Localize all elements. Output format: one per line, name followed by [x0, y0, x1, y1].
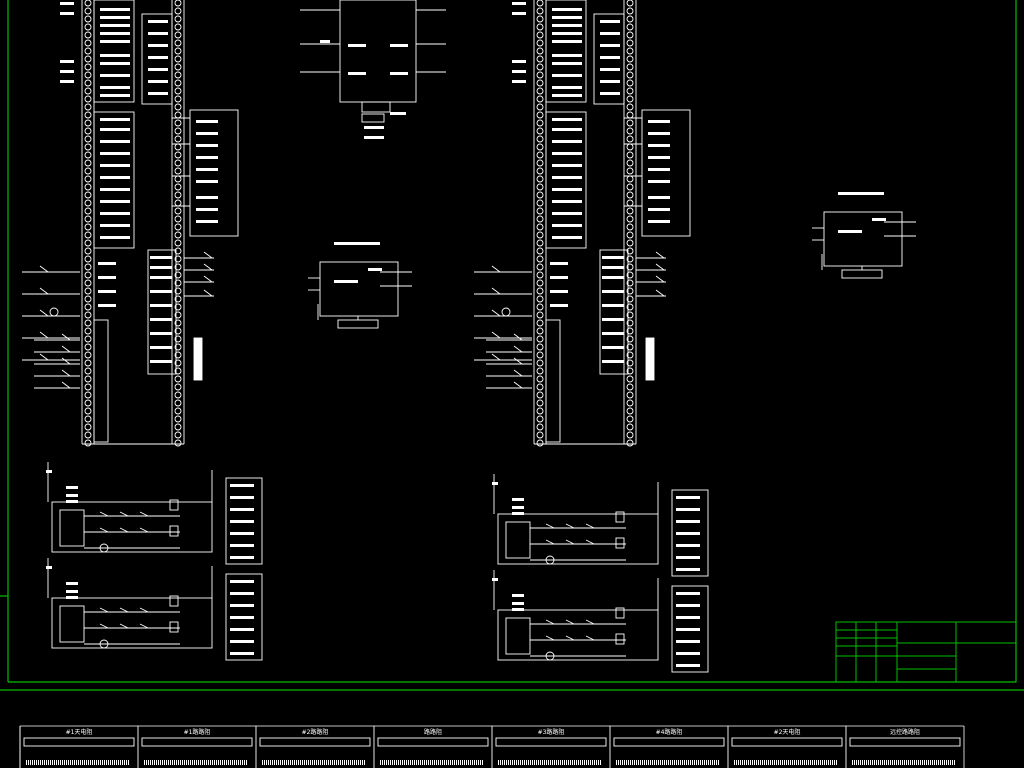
drawing-frame [0, 0, 1024, 691]
control-circuit-left-upper [46, 462, 263, 565]
bottom-label-1: #1天电阻 [65, 729, 93, 736]
bottom-strip-cells [19, 726, 961, 768]
panel-left [22, 0, 239, 447]
relay-unit-center [308, 242, 412, 329]
bottom-label-4: 路路阻 [423, 729, 442, 736]
bottom-label-6: #4路路阻 [655, 729, 683, 736]
relay-unit-right [812, 192, 916, 279]
panel-right [474, 0, 691, 447]
title-block [835, 621, 1017, 683]
top-center-block [300, 0, 446, 139]
bottom-label-8: 远控路路阻 [889, 729, 920, 736]
control-circuit-right-lower [492, 570, 709, 673]
control-circuit-right-upper [492, 474, 709, 577]
bottom-label-5: #3路路阻 [537, 729, 565, 736]
control-circuit-left-lower [46, 558, 263, 661]
bottom-label-7: #2天电阻 [773, 729, 801, 736]
bottom-label-2: #1路路阻 [183, 729, 211, 736]
bottom-label-3: #2路路阻 [301, 729, 329, 736]
